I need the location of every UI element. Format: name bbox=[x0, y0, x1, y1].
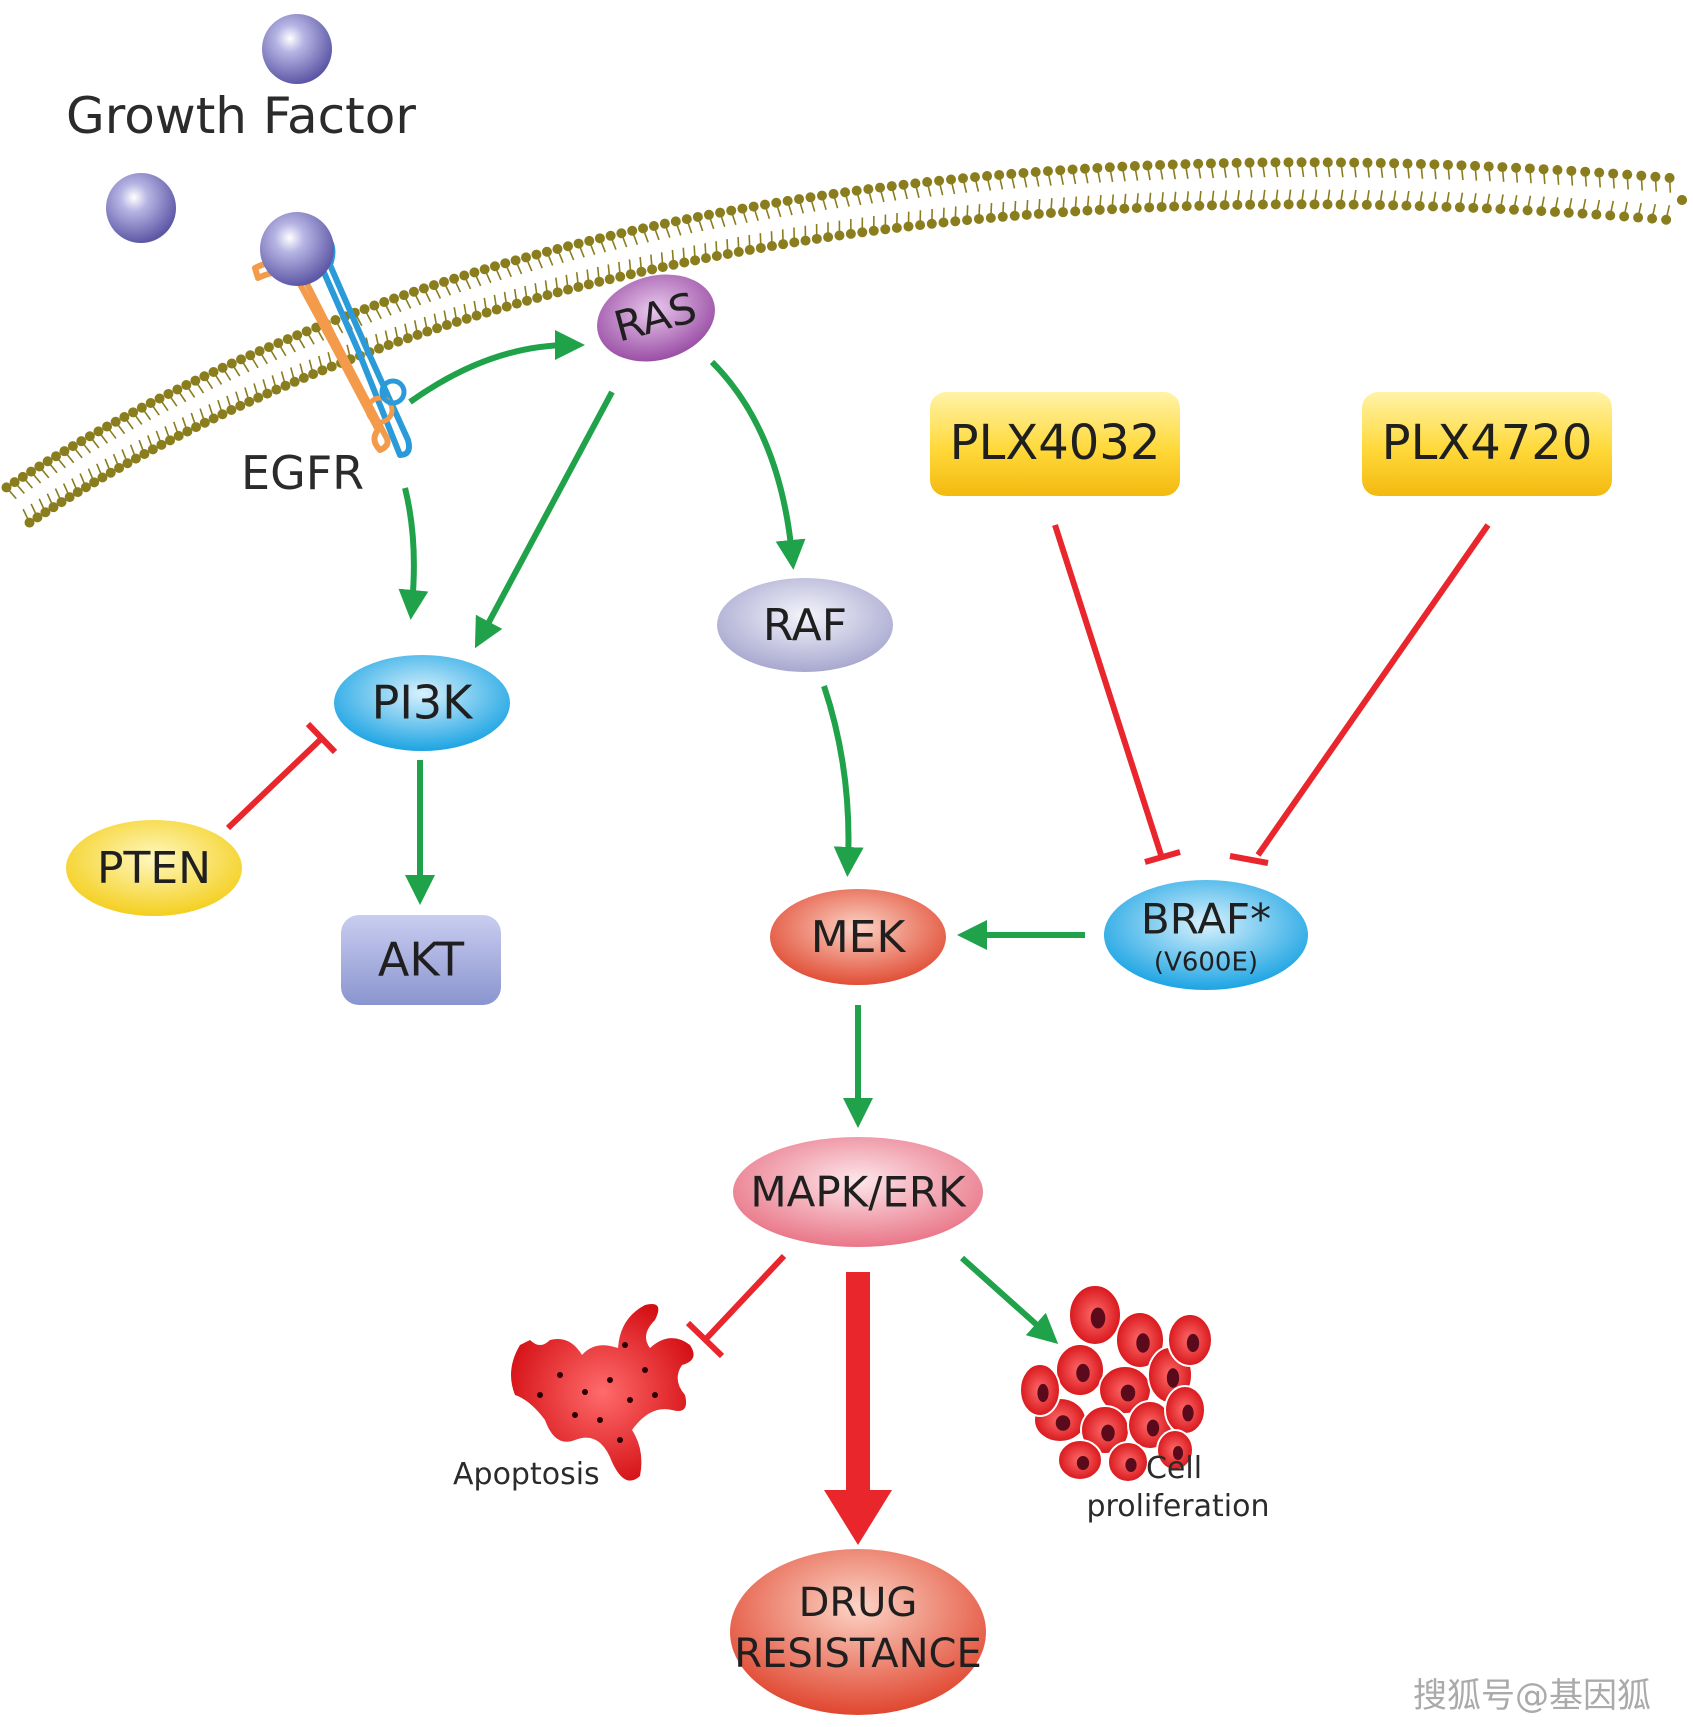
apoptotic-cell-icon bbox=[511, 1304, 694, 1481]
apoptosis-label: Apoptosis bbox=[453, 1457, 600, 1492]
cell-membrane bbox=[1, 157, 1687, 528]
egfr-label: EGFR bbox=[241, 446, 364, 500]
activation-arrows bbox=[398, 330, 1085, 1344]
mek-label: MEK bbox=[811, 912, 907, 963]
inhibition-lines bbox=[225, 523, 1491, 1359]
drug-resistance-line1: DRUG bbox=[799, 1580, 918, 1626]
pten-label: PTEN bbox=[97, 843, 211, 894]
drug-resistance-node[interactable]: DRUG RESISTANCE bbox=[730, 1549, 986, 1715]
plx4720-drug-box[interactable]: PLX4720 bbox=[1362, 392, 1612, 496]
arrow-raf-to-mek bbox=[821, 685, 864, 877]
cell-proliferation-label-line1: Cell bbox=[1146, 1451, 1202, 1486]
growth-factor-ligand-1 bbox=[262, 14, 332, 84]
mapk-erk-label: MAPK/ERK bbox=[750, 1168, 967, 1217]
raf-label: RAF bbox=[763, 600, 847, 651]
arrow-mapk-to-drug-resistance bbox=[824, 1272, 892, 1545]
braf-node[interactable]: BRAF* (V600E) bbox=[1104, 880, 1308, 990]
plx4720-label: PLX4720 bbox=[1382, 415, 1593, 471]
arrow-egfr-to-ras bbox=[408, 330, 585, 405]
proliferating-cells-icon bbox=[1019, 1284, 1213, 1483]
arrow-ras-to-pi3k bbox=[474, 390, 615, 649]
inhibit-pten-to-pi3k bbox=[225, 737, 323, 831]
inhibit-plx4032-to-braf bbox=[1052, 524, 1165, 859]
bound-growth-factor-ligand bbox=[260, 212, 334, 286]
akt-label: AKT bbox=[378, 933, 465, 987]
braf-label: BRAF* bbox=[1141, 895, 1271, 944]
pi3k-label: PI3K bbox=[372, 676, 475, 730]
watermark: 搜狐号@基因狐 bbox=[1413, 1676, 1651, 1716]
mapk-erk-node[interactable]: MAPK/ERK bbox=[733, 1137, 983, 1247]
arrow-egfr-to-pi3k bbox=[398, 487, 429, 620]
plx4032-drug-box[interactable]: PLX4032 bbox=[930, 392, 1180, 496]
growth-factor-ligand-2 bbox=[106, 173, 176, 243]
mek-node[interactable]: MEK bbox=[770, 889, 946, 985]
ras-node[interactable]: RAS bbox=[587, 262, 725, 374]
inhibit-mapk-to-apoptosis bbox=[702, 1253, 787, 1343]
drug-resistance-line2: RESISTANCE bbox=[734, 1631, 981, 1677]
arrow-ras-to-raf bbox=[709, 359, 806, 570]
pten-node[interactable]: PTEN bbox=[66, 820, 242, 916]
akt-node[interactable]: AKT bbox=[341, 915, 501, 1005]
plx4032-label: PLX4032 bbox=[950, 415, 1161, 471]
raf-node[interactable]: RAF bbox=[717, 578, 893, 672]
braf-mutation-label: (V600E) bbox=[1154, 948, 1258, 978]
inhibit-plx4720-to-braf bbox=[1255, 523, 1491, 857]
cell-proliferation-label-line2: proliferation bbox=[1087, 1489, 1270, 1524]
pi3k-node[interactable]: PI3K bbox=[334, 655, 510, 751]
arrow-mapk-to-proliferation bbox=[960, 1255, 1059, 1344]
growth-factor-label: Growth Factor bbox=[66, 87, 416, 145]
